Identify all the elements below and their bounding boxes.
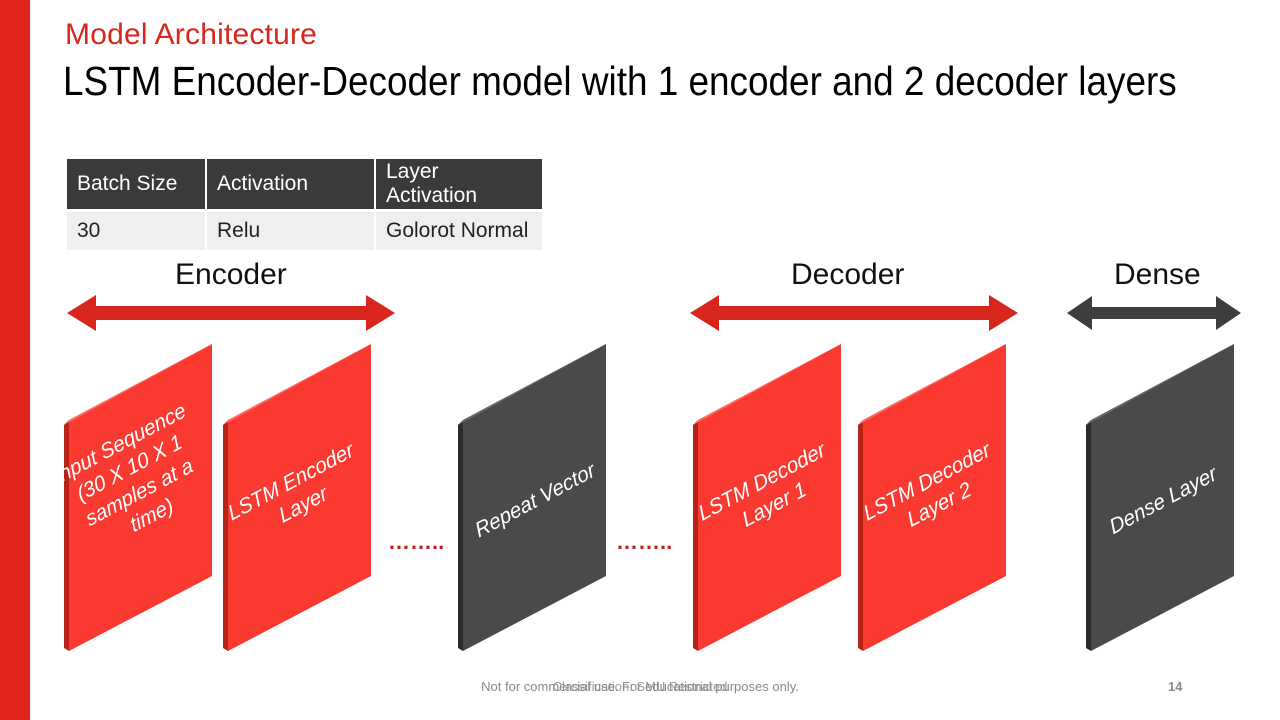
decoder-label: Decoder — [791, 258, 905, 291]
table-row: 30 Relu Golorot Normal — [67, 209, 544, 250]
params-table: Batch Size Activation Layer Activation 3… — [67, 159, 544, 250]
dots-connector-2: …….. — [616, 529, 672, 554]
lstm-decoder-1-panel — [693, 344, 841, 651]
slide-title: LSTM Encoder-Decoder model with 1 encode… — [63, 58, 1177, 104]
input-sequence-panel — [64, 344, 212, 651]
repeat-vector-panel — [458, 344, 606, 651]
dense-layer-panel — [1086, 344, 1234, 651]
footer-classification: Classification: SMU Restricted — [552, 679, 728, 694]
page-number: 14 — [1168, 679, 1183, 694]
encoder-double-arrow — [67, 295, 395, 331]
slide-subtitle: Model Architecture — [65, 18, 318, 51]
cell-batch-size: 30 — [67, 209, 207, 250]
header-activation: Activation — [206, 159, 376, 211]
table-header-row: Batch Size Activation Layer Activation — [67, 159, 544, 211]
side-accent-bar — [0, 0, 30, 720]
cell-layer-activation: Golorot Normal — [375, 209, 544, 250]
dense-label: Dense — [1114, 258, 1201, 291]
header-layer-activation: Layer Activation — [375, 159, 544, 211]
encoder-label: Encoder — [175, 258, 287, 291]
lstm-encoder-panel — [223, 344, 371, 651]
footer-disclaimer: Not for commercial use. For educational … — [481, 679, 799, 694]
lstm-decoder-2-panel — [858, 344, 1006, 651]
dense-double-arrow — [1067, 296, 1241, 330]
header-batch-size: Batch Size — [67, 159, 207, 211]
cell-activation: Relu — [206, 209, 376, 250]
decoder-double-arrow — [690, 295, 1018, 331]
dots-connector-1: …….. — [388, 529, 444, 554]
